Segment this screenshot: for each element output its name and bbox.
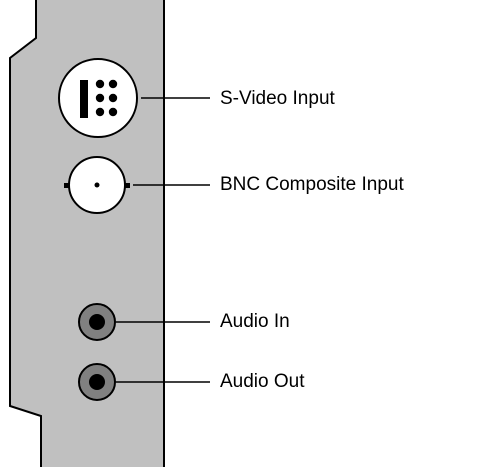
bnc-composite-input-label: BNC Composite Input [220,174,404,195]
svideo-input-label: S-Video Input [220,88,335,109]
audio-in-label: Audio In [220,311,290,332]
audio-out-jack-icon [78,363,116,401]
audio-out-label: Audio Out [220,371,305,392]
audio-in-jack-icon [78,303,116,341]
bnc-connector-icon [64,156,130,214]
svideo-connector-icon [58,58,138,138]
bracket-outline [9,0,42,467]
